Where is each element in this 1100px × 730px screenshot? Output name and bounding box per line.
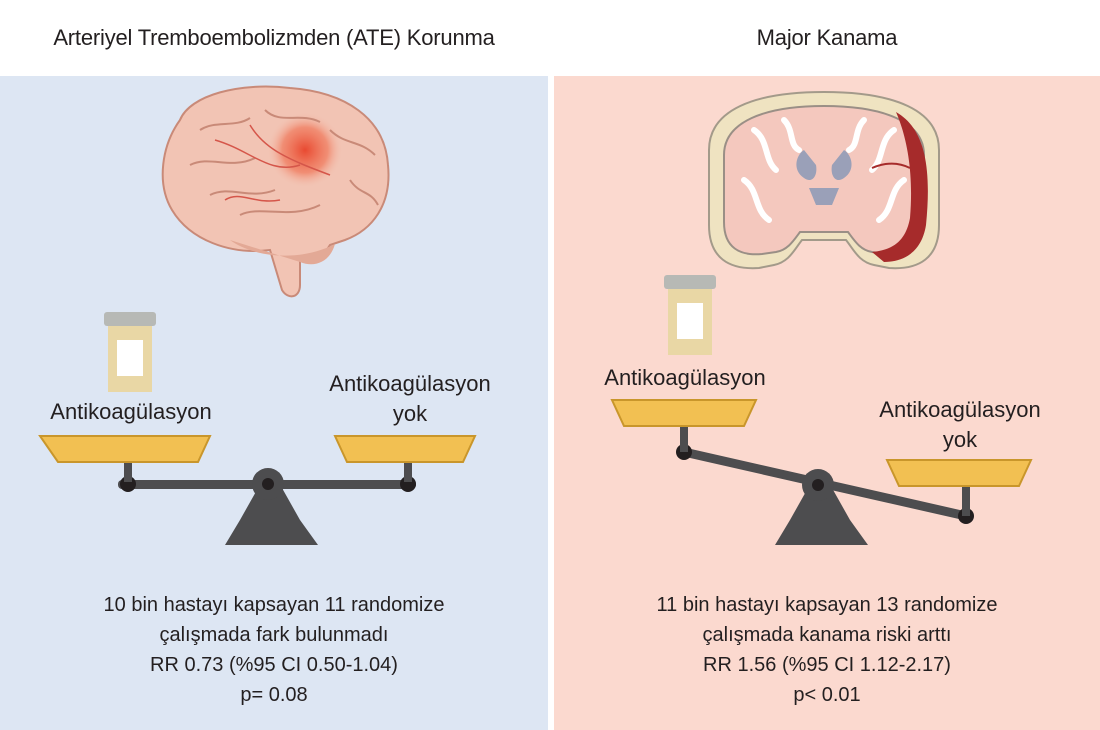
- balance-scale-icon: [38, 435, 477, 545]
- caption-p-value: p= 0.08: [240, 684, 308, 706]
- caption-relative-risk: RR 0.73 (%95 CI 0.50-1.04): [150, 654, 398, 676]
- label-without-anticoagulation-suffix: yok: [942, 427, 978, 452]
- panel-title: Arteriyel Tremboembolizmden (ATE) Korunm…: [0, 0, 548, 76]
- label-without-anticoagulation: Antikoagülasyon: [329, 371, 491, 396]
- panel-ate-protection: Arteriyel Tremboembolizmden (ATE) Korunm…: [0, 0, 548, 730]
- caption-p-value: p< 0.01: [793, 684, 861, 706]
- caption-relative-risk: RR 1.56 (%95 CI 1.12-2.17): [703, 654, 951, 676]
- pill-bottle-icon: [664, 275, 716, 355]
- label-with-anticoagulation: Antikoagülasyon: [50, 399, 212, 424]
- panel-major-bleeding: Major Kanama: [554, 0, 1100, 730]
- pill-bottle-icon: [104, 312, 156, 392]
- balance-scale-icon: [610, 399, 1033, 545]
- right-illustration: [610, 90, 1033, 545]
- panel-title: Major Kanama: [554, 0, 1100, 76]
- brain-section-icon: [708, 90, 940, 270]
- label-without-anticoagulation: Antikoagülasyon: [879, 397, 1041, 422]
- caption-line-2: çalışmada kanama riski arttı: [702, 624, 952, 646]
- label-with-anticoagulation: Antikoagülasyon: [604, 365, 766, 390]
- caption-line-1: 11 bin hastayı kapsayan 13 randomize: [656, 594, 998, 616]
- brain-icon: [161, 85, 390, 298]
- panel-divider: [548, 0, 554, 730]
- left-illustration: [38, 85, 477, 545]
- caption-line-1: 10 bin hastayı kapsayan 11 randomize: [103, 594, 445, 616]
- caption-line-2: çalışmada fark bulunmadı: [159, 624, 389, 646]
- label-without-anticoagulation-suffix: yok: [392, 401, 428, 426]
